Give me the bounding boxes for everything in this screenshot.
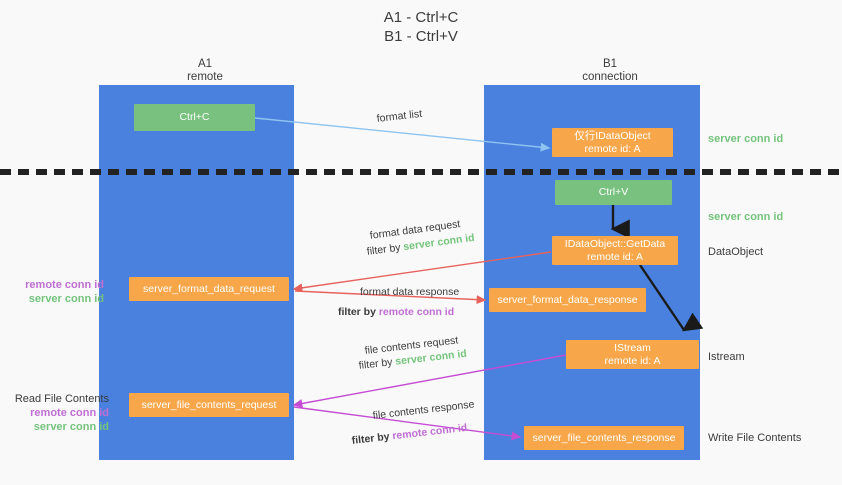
filter-by-prefix: filter by	[338, 306, 379, 318]
box-server-file-contents-response[interactable]: server_file_contents_response	[524, 426, 684, 450]
box-istream-remote-id: remote id: A	[604, 354, 661, 367]
box-ctrl-c-label: Ctrl+C	[179, 111, 210, 123]
connector-label-format-list-text: format list	[376, 107, 423, 125]
label-remote-conn-id-b: remote conn id	[30, 407, 109, 419]
remote-conn-id-token: remote conn id	[378, 306, 455, 318]
connector-label-format-list: format list	[376, 107, 423, 126]
label-write-file-contents: Write File Contents	[708, 432, 802, 444]
box-idataobject-label: 仅行IDataObject	[574, 129, 651, 142]
box-idataobject-remote-id: remote id: A	[584, 142, 641, 155]
box-istream[interactable]: IStream remote id: A	[566, 340, 699, 369]
connector-label-file-contents-response-text: file contents response	[372, 398, 475, 422]
column-header-a1: A1 remote	[140, 58, 270, 84]
label-server-conn-id-mid: server conn id	[708, 211, 784, 223]
connector-label-file-contents-response: file contents response	[372, 397, 475, 422]
box-server-format-data-response-label: server_format_data_response	[497, 293, 638, 306]
filter-by-prefix: filter by	[358, 355, 397, 372]
page-title: A1 - Ctrl+C B1 - Ctrl+V	[0, 8, 842, 46]
box-server-file-contents-request-label: server_file_contents_request	[141, 398, 277, 411]
box-getdata-remote-id: remote id: A	[586, 250, 644, 263]
connector-label-format-data-response-text: format data response	[360, 286, 460, 298]
label-read-file-contents: Read File Contents	[14, 393, 109, 405]
box-server-format-data-request-label: server_format_data_request	[143, 282, 275, 295]
label-istream: Istream	[708, 351, 745, 363]
box-server-format-data-response[interactable]: server_format_data_response	[489, 288, 646, 312]
label-remote-conn-id-a: remote conn id	[25, 279, 104, 291]
box-ctrl-v[interactable]: Ctrl+V	[555, 180, 672, 205]
box-server-file-contents-request[interactable]: server_file_contents_request	[129, 393, 289, 417]
filter-by-prefix: filter by	[351, 430, 394, 447]
label-group-file-conn-ids: Read File Contents remote conn id server…	[9, 392, 109, 434]
column-header-b1: B1 connection	[545, 58, 675, 84]
box-server-file-contents-response-label: server_file_contents_response	[532, 431, 676, 444]
label-server-conn-id-b: server conn id	[33, 421, 109, 433]
label-server-conn-id-top: server conn id	[708, 133, 784, 145]
connector-label-format-data-response: format data response	[360, 285, 459, 299]
label-server-conn-id-a: server conn id	[28, 293, 104, 305]
connector-filter-format-data-response: filter by remote conn id	[338, 305, 454, 319]
box-istream-label: IStream	[614, 341, 651, 354]
box-idataobject[interactable]: 仅行IDataObject remote id: A	[552, 128, 673, 157]
column-a1-role: remote	[187, 71, 223, 83]
column-b1-role: connection	[582, 71, 638, 83]
title-line-2: B1 - Ctrl+V	[384, 28, 458, 45]
connector-filter-file-contents-response: filter by remote conn id	[351, 421, 468, 448]
label-dataobject: DataObject	[708, 246, 764, 258]
box-ctrl-v-label: Ctrl+V	[598, 186, 629, 198]
remote-conn-id-token: remote conn id	[391, 421, 468, 443]
box-server-format-data-request[interactable]: server_format_data_request	[129, 277, 289, 301]
box-ctrl-c[interactable]: Ctrl+C	[134, 104, 255, 131]
label-group-format-conn-ids: remote conn id server conn id	[9, 278, 104, 306]
phase-divider	[0, 169, 842, 175]
column-b1-name: B1	[602, 58, 618, 70]
filter-by-prefix: filter by	[366, 241, 405, 258]
title-line-1: A1 - Ctrl+C	[383, 9, 459, 26]
column-a1-name: A1	[197, 58, 213, 70]
box-getdata-label: IDataObject::GetData	[564, 237, 666, 250]
box-getdata[interactable]: IDataObject::GetData remote id: A	[552, 236, 678, 265]
